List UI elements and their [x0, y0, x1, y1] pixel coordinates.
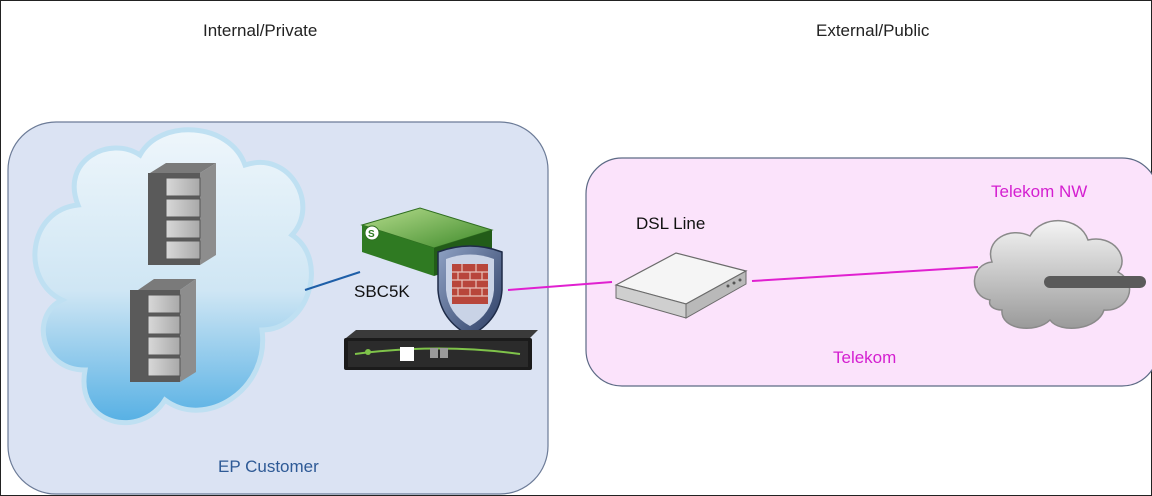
- firewall-shield-icon: [437, 245, 503, 337]
- customer-cloud-icon: [32, 127, 314, 425]
- node-label-dsl: DSL Line: [636, 214, 706, 233]
- link-dsl-to-telekom: [751, 266, 979, 282]
- server-icon: [148, 163, 216, 265]
- link-sbc-to-dsl: [507, 281, 613, 291]
- dsl-modem-icon: [614, 252, 748, 319]
- cloud-icon: [973, 220, 1146, 329]
- sbc-rack-unit-icon: [344, 330, 538, 370]
- node-label-sbc: SBC5K: [354, 282, 410, 301]
- node-label-telekom-nw: Telekom NW: [991, 182, 1088, 201]
- link-customer-to-sbc: [304, 271, 361, 291]
- node-label-telekom: Telekom: [833, 348, 897, 367]
- zone-label-external: External/Public: [816, 21, 930, 40]
- external-zone-box: [585, 157, 1152, 387]
- zone-label-internal: Internal/Private: [203, 21, 318, 40]
- node-label-ep-customer: EP Customer: [218, 457, 319, 476]
- svg-text:S: S: [368, 229, 375, 240]
- server-icon: [130, 279, 196, 382]
